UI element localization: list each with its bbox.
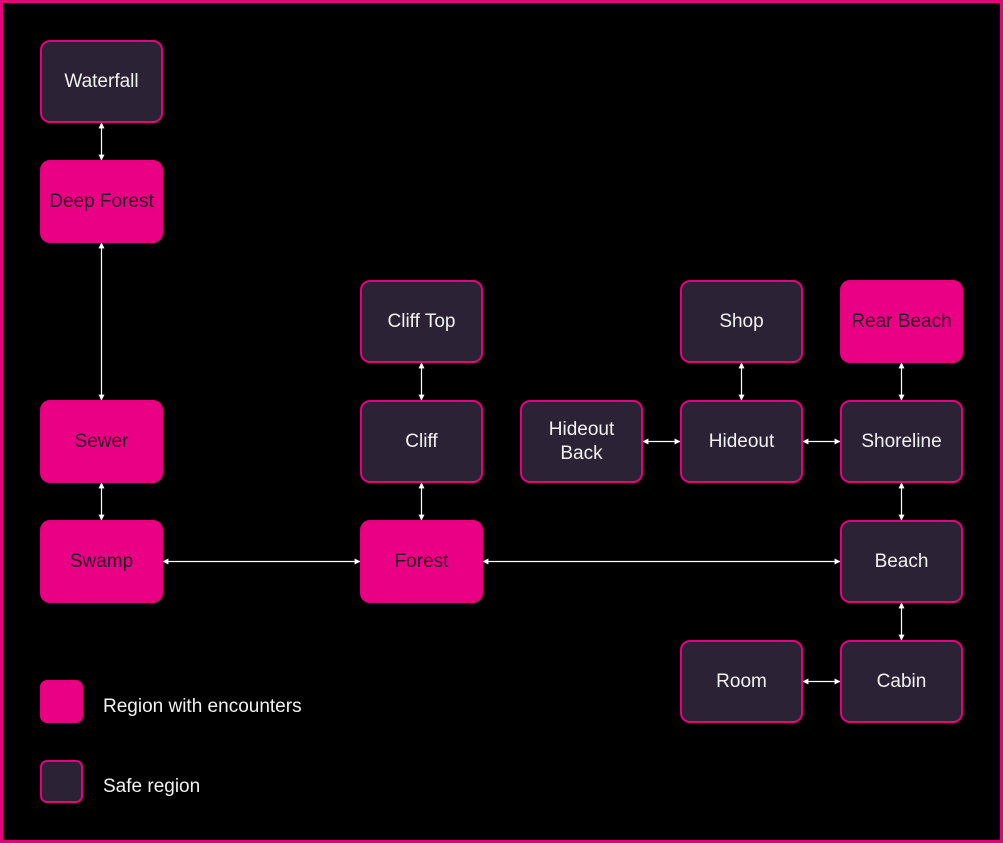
region-deep-forest: Deep Forest <box>40 160 163 243</box>
region-rear-beach: Rear Beach <box>840 280 963 363</box>
legend-safe-swatch <box>40 760 83 803</box>
legend-encounters-label: Region with encounters <box>103 696 302 717</box>
region-shop: Shop <box>680 280 803 363</box>
legend-safe-label: Safe region <box>103 776 201 797</box>
region-hideout-back: Hideout Back <box>520 400 643 483</box>
region-shoreline: Shoreline <box>840 400 963 483</box>
region-beach: Beach <box>840 520 963 603</box>
region-forest: Forest <box>360 520 483 603</box>
legend-encounters-swatch <box>40 680 83 723</box>
region-cliff: Cliff <box>360 400 483 483</box>
region-cliff-top: Cliff Top <box>360 280 483 363</box>
region-swamp: Swamp <box>40 520 163 603</box>
region-cabin: Cabin <box>840 640 963 723</box>
region-waterfall: Waterfall <box>40 40 163 123</box>
region-room: Room <box>680 640 803 723</box>
region-sewer: Sewer <box>40 400 163 483</box>
connections-layer <box>98 122 905 685</box>
region-hideout: Hideout <box>680 400 803 483</box>
